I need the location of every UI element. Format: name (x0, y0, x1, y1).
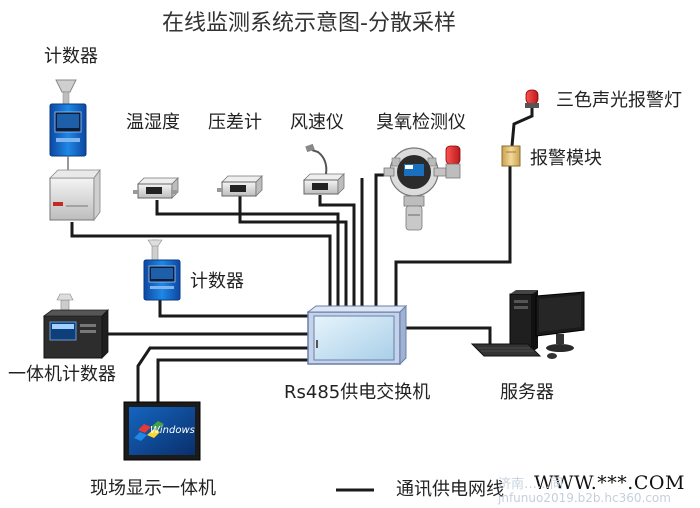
integrated-counter-device (42, 293, 109, 359)
label-alarm-module: 报警模块 (530, 148, 602, 169)
watermark-line1: 济南……同 (498, 477, 564, 492)
label-server: 服务器 (500, 382, 554, 403)
server-device (470, 290, 585, 359)
network-wires (70, 108, 534, 402)
pressure-diff-device (217, 175, 263, 197)
legend-text: 通讯供电网线 (396, 479, 504, 500)
wire-temp-humidity-b (155, 200, 340, 312)
wire-display-b (156, 358, 308, 402)
ozone-detector-device (383, 145, 461, 231)
counter-mid-device (143, 239, 181, 301)
label-display-unit: 现场显示一体机 (90, 478, 216, 499)
alarm-module-device (501, 145, 521, 167)
wire-counter-mid (158, 300, 308, 318)
watermark-line2: jnfunuo2019.b2b.hc360.com (498, 491, 671, 505)
label-ozone-detector: 臭氧检测仪 (376, 112, 466, 133)
anemometer-device (303, 143, 345, 195)
label-temp-humidity: 温湿度 (126, 112, 180, 133)
website-text: WWW.***.COM (534, 472, 685, 494)
switch-cabinet-device (306, 304, 408, 366)
label-counter-top: 计数器 (44, 46, 98, 67)
wire-display-a (136, 346, 308, 402)
wire-counter-top (70, 222, 332, 312)
label-integrated-counter: 一体机计数器 (8, 364, 116, 385)
label-pressure-diff: 压差计 (208, 112, 262, 133)
wire-ozone-b (374, 173, 384, 312)
screen-brand-text: Windows (150, 425, 195, 436)
temp-humidity-device (133, 177, 179, 199)
wire-pressure (238, 196, 348, 312)
label-switch: Rs485供电交换机 (284, 382, 431, 403)
alarm-light-device (525, 89, 539, 108)
wire-anemometer (318, 195, 356, 312)
display-unit-device (123, 401, 201, 461)
label-alarm-light: 三色声光报警灯 (556, 90, 682, 111)
wire-alarm-light (510, 108, 534, 147)
wire-alarm (394, 166, 512, 312)
page-title: 在线监测系统示意图-分散采样 (162, 11, 456, 36)
label-anemometer: 风速仪 (290, 112, 344, 133)
label-counter-mid: 计数器 (190, 271, 244, 292)
counter-top-device (49, 79, 101, 222)
